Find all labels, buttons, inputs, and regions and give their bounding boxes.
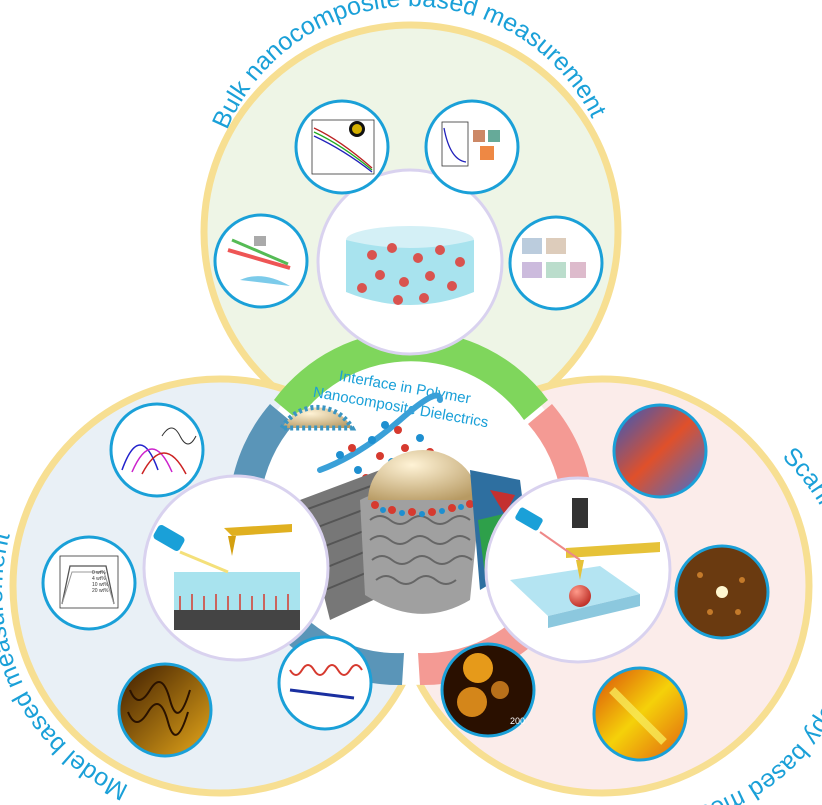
model-thumbnail-profile-plot: 0 wt% 4 wt% 10 wt% 20 wt% [41,535,137,631]
bulk-thumbnail-dielectric-maps [508,215,604,311]
legend-0wt: 0 wt% [92,570,106,576]
spm-thumbnail-blue-map [612,403,708,499]
spm-thumbnail-kpfm-image: 200 [440,642,536,738]
bulk-center-inset [316,168,504,356]
nanoparticle-core [368,450,478,500]
bulk-thumbnail-dielectric-plot [424,99,520,195]
model-thumbnail-oscillation-plot [277,635,373,731]
model-center-inset [142,474,330,662]
bulk-ring-segment [274,330,548,420]
spm-thumbnail-orange-map [592,666,688,762]
spm-thumbnail-particle-image [674,544,770,640]
bulk-thumbnail-spectroscopy-schematic [213,213,309,309]
polymer-chains [360,485,480,614]
bulk-thumbnail-scattering-plot [294,99,390,195]
nanoparticle-shell [277,404,357,431]
model-thumbnail-peaks-plot [109,402,205,498]
legend-4wt: 4 wt% [92,576,106,582]
spm-center-inset [484,476,672,664]
legend-20wt: 20 wt% [92,588,109,594]
legend-10wt: 10 wt% [92,582,109,588]
model-thumbnail-afm-image [117,662,213,758]
spm-scale-label: 200 [510,716,525,726]
